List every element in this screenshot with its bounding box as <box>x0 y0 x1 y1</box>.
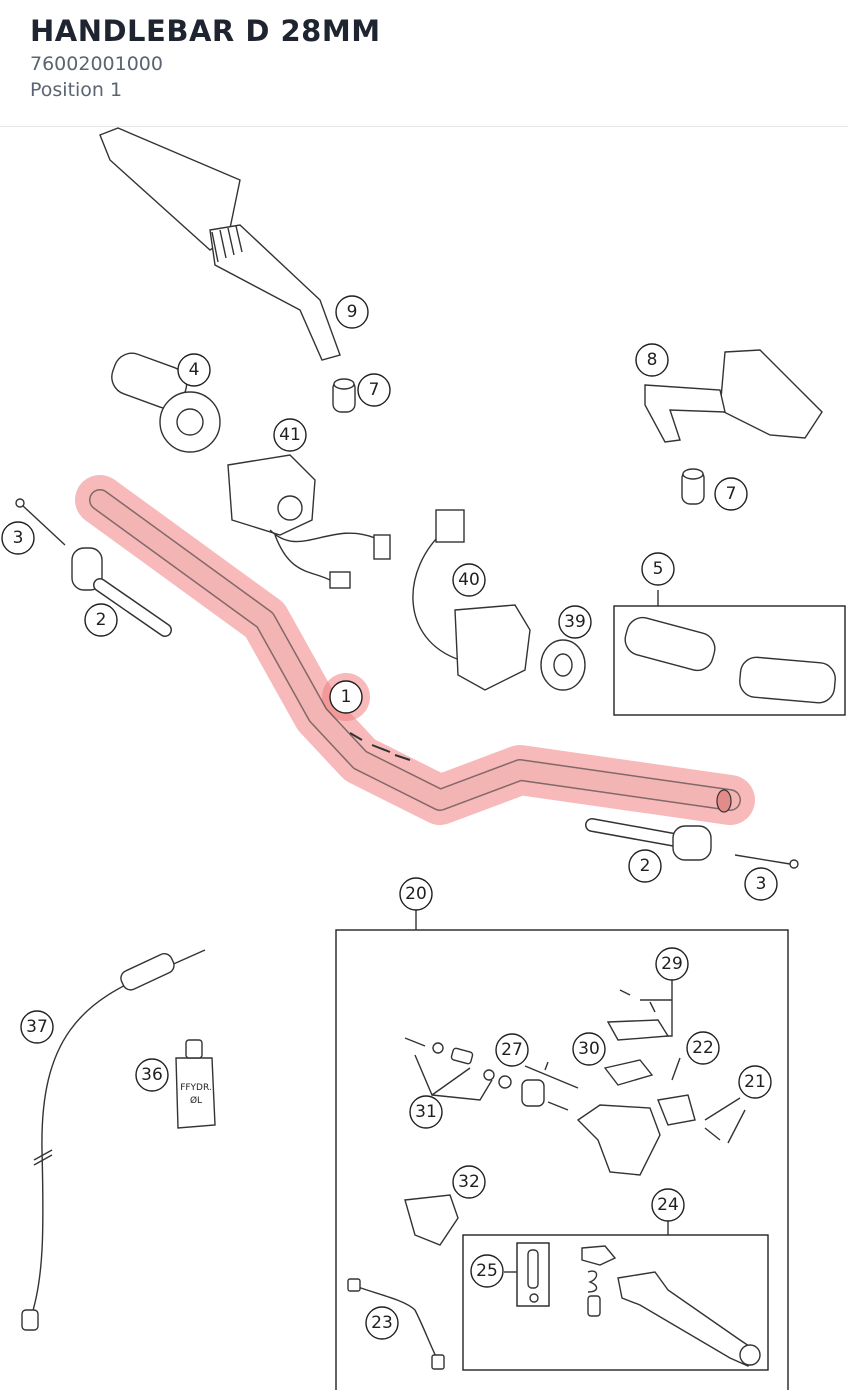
handlebar-highlighted-part[interactable] <box>75 475 755 825</box>
callout-32[interactable]: 32 <box>452 1165 486 1199</box>
callout-5[interactable]: 5 <box>641 552 675 586</box>
callout-1[interactable]: 1 <box>329 680 363 714</box>
svg-text:3: 3 <box>13 528 24 548</box>
svg-text:37: 37 <box>26 1017 48 1037</box>
svg-text:40: 40 <box>458 570 480 590</box>
svg-text:31: 31 <box>415 1102 437 1122</box>
svg-text:3: 3 <box>756 874 767 894</box>
svg-text:8: 8 <box>647 350 658 370</box>
grip-end-weight-icon <box>111 352 221 453</box>
right-bar-end-icon <box>585 818 712 861</box>
callout-40[interactable]: 40 <box>452 563 486 597</box>
mirror-right-icon <box>644 349 823 443</box>
brake-light-switch-cable-icon <box>347 1278 445 1370</box>
svg-text:7: 7 <box>726 484 737 504</box>
svg-text:30: 30 <box>578 1039 600 1059</box>
callout-3-right[interactable]: 3 <box>744 867 778 901</box>
hydraulic-oil-bottle-icon: FFYDR. ØL <box>175 1039 216 1129</box>
callout-29[interactable]: 29 <box>655 947 689 981</box>
callout-2-right[interactable]: 2 <box>628 849 662 883</box>
svg-text:7: 7 <box>369 380 380 400</box>
callout-23[interactable]: 23 <box>365 1306 399 1340</box>
piston-seal-icon <box>521 1061 579 1111</box>
master-cylinder-body-icon <box>576 1094 696 1176</box>
bottle-label-line2: ØL <box>190 1095 202 1106</box>
callout-24[interactable]: 24 <box>651 1188 685 1222</box>
right-bolt-icon <box>734 854 799 869</box>
pin-icon <box>671 1057 681 1081</box>
callout-27[interactable]: 27 <box>495 1033 529 1067</box>
left-bar-end-icon <box>71 547 172 637</box>
callout-36[interactable]: 36 <box>135 1058 169 1092</box>
left-switch-icon <box>227 454 391 589</box>
cover-screws-icon <box>606 978 673 1041</box>
callout-8[interactable]: 8 <box>635 343 669 377</box>
callout-31[interactable]: 31 <box>409 1095 443 1129</box>
right-switch-icon <box>412 509 531 691</box>
reservoir-gasket-icon <box>603 1059 654 1086</box>
lever-cover-icon <box>404 1194 459 1246</box>
callout-3-left[interactable]: 3 <box>1 521 35 555</box>
callout-9[interactable]: 9 <box>335 295 369 329</box>
svg-text:23: 23 <box>371 1313 393 1333</box>
svg-text:4: 4 <box>189 360 200 380</box>
callout-20[interactable]: 20 <box>399 877 433 911</box>
washer-icon <box>540 639 586 691</box>
callout-39[interactable]: 39 <box>558 605 592 639</box>
mirror-left-icon <box>99 127 341 361</box>
exploded-parts-diagram: FFYDR. ØL <box>1 127 846 1390</box>
svg-text:2: 2 <box>640 856 651 876</box>
piston-kit-icon <box>404 1037 512 1101</box>
callout-22[interactable]: 22 <box>686 1031 720 1065</box>
svg-text:25: 25 <box>476 1261 498 1281</box>
svg-text:41: 41 <box>279 425 301 445</box>
svg-text:21: 21 <box>744 1072 766 1092</box>
page-header: HANDLEBAR D 28MM 76002001000 Position 1 <box>0 0 848 127</box>
svg-text:39: 39 <box>564 612 586 632</box>
clutch-cable-icon <box>21 949 206 1331</box>
callout-7-left[interactable]: 7 <box>357 373 391 407</box>
bottle-label-line1: FFYDR. <box>180 1083 212 1093</box>
callout-37[interactable]: 37 <box>20 1010 54 1044</box>
svg-text:24: 24 <box>657 1195 679 1215</box>
svg-text:36: 36 <box>141 1065 163 1085</box>
page-title: HANDLEBAR D 28MM <box>30 14 381 48</box>
callout-4[interactable]: 4 <box>177 353 211 387</box>
adjuster-pin-icon <box>704 1097 746 1144</box>
callout-2-left[interactable]: 2 <box>84 603 118 637</box>
bushing-left-icon <box>332 378 356 413</box>
svg-text:20: 20 <box>405 884 427 904</box>
svg-text:22: 22 <box>692 1038 714 1058</box>
position-label: Position 1 <box>30 79 123 101</box>
callout-41[interactable]: 41 <box>273 418 307 452</box>
svg-text:9: 9 <box>347 302 358 322</box>
lever-set-box <box>462 1218 769 1371</box>
master-cylinder-box <box>335 910 789 1390</box>
callout-21[interactable]: 21 <box>738 1065 772 1099</box>
svg-text:32: 32 <box>458 1172 480 1192</box>
callout-7-right[interactable]: 7 <box>714 477 748 511</box>
svg-text:1: 1 <box>341 687 352 707</box>
callout-25[interactable]: 25 <box>470 1254 504 1288</box>
svg-text:2: 2 <box>96 610 107 630</box>
svg-text:27: 27 <box>501 1040 523 1060</box>
svg-text:5: 5 <box>653 559 664 579</box>
callout-30[interactable]: 30 <box>572 1032 606 1066</box>
part-number: 76002001000 <box>30 53 163 75</box>
left-bolt-icon <box>15 498 66 546</box>
bushing-right-icon <box>681 468 705 505</box>
grips-set-icon <box>613 590 846 716</box>
svg-text:29: 29 <box>661 954 683 974</box>
